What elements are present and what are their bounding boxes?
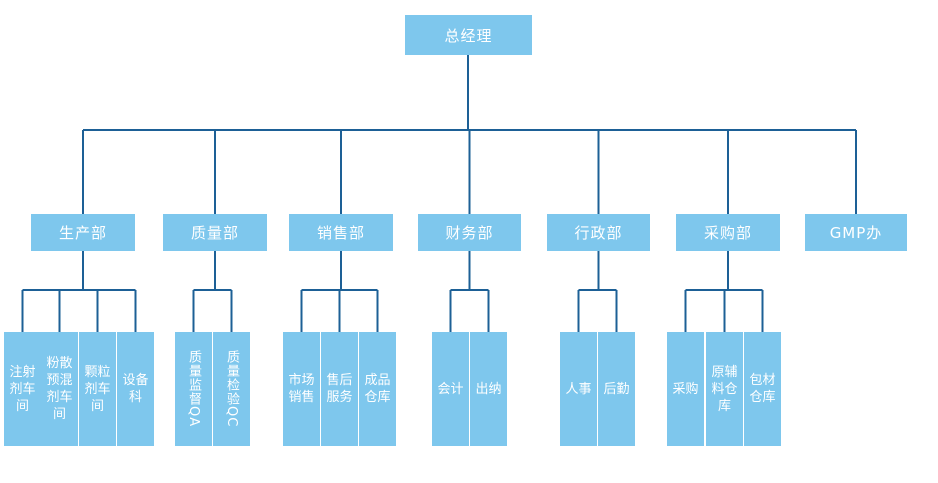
subunit-label-column: 采购 bbox=[672, 381, 699, 397]
subunit-label-column: 颗粒 bbox=[84, 364, 111, 380]
subunit-label: 原辅料仓库 bbox=[710, 364, 740, 415]
subunit-label-column: 剂车 bbox=[84, 381, 111, 397]
subunit-label-column: 间 bbox=[52, 407, 66, 422]
subunit-node: 人事 bbox=[560, 332, 597, 446]
subunit-label-column: 库 bbox=[717, 398, 731, 414]
subunit-label-column: 原辅 bbox=[711, 364, 738, 380]
subunit-label-column: 市场 bbox=[288, 373, 315, 388]
subunit-label: 出纳 bbox=[474, 381, 504, 398]
subunit-label-column: 科 bbox=[128, 390, 142, 405]
subunit-label-column: 间 bbox=[15, 398, 29, 414]
subunit-label-column: 服务 bbox=[326, 390, 353, 405]
subunit-label: 售后服务 bbox=[325, 372, 355, 406]
subunit-node: 包材仓库 bbox=[744, 332, 781, 446]
subunit-node: 出纳 bbox=[470, 332, 507, 446]
department-node: 质量部 bbox=[163, 214, 267, 251]
subunit-label-column: 成品 bbox=[364, 373, 391, 388]
subunit-label: 质量检验QC bbox=[223, 350, 240, 427]
subunit-label-column: 人事 bbox=[565, 381, 592, 397]
subunit-label-column: 仓库 bbox=[364, 390, 391, 405]
subunit-label-column: 会计 bbox=[437, 381, 464, 397]
subunit-label: 质量监督QA bbox=[185, 350, 202, 427]
department-node: 生产部 bbox=[31, 214, 135, 251]
subunit-label-column: 售后 bbox=[326, 373, 353, 388]
subunit-label: 设备科 bbox=[121, 372, 151, 406]
subunit-label: 会计 bbox=[436, 381, 466, 398]
subunit-node: 会计 bbox=[432, 332, 469, 446]
subunit-label-column: 剂车 bbox=[9, 381, 36, 397]
department-node: 行政部 bbox=[547, 214, 650, 251]
subunit-label: 采购 bbox=[671, 381, 701, 398]
department-node: 财务部 bbox=[418, 214, 521, 251]
subunit-label: 颗粒剂车间 bbox=[83, 364, 113, 415]
subunit-label: 后勤 bbox=[602, 381, 632, 398]
subunit-label-column: 粉散 bbox=[46, 356, 73, 371]
department-node: GMP办 bbox=[805, 214, 907, 251]
subunit-node: 成品仓库 bbox=[359, 332, 396, 446]
root-node: 总经理 bbox=[405, 15, 532, 55]
subunit-label-column: 包材 bbox=[749, 373, 776, 388]
subunit-label-column: 设备 bbox=[122, 373, 149, 388]
subunit-label-column: 质量检验QC bbox=[224, 350, 239, 428]
subunit-node: 颗粒剂车间 bbox=[79, 332, 116, 446]
subunit-node: 粉散预混剂车间 bbox=[41, 332, 78, 446]
subunit-node: 采购 bbox=[667, 332, 704, 446]
subunit-label-column: 后勤 bbox=[603, 381, 630, 397]
subunit-label: 粉散预混剂车间 bbox=[45, 355, 75, 423]
subunit-node: 注射剂车间 bbox=[4, 332, 41, 446]
subunit-node: 质量检验QC bbox=[213, 332, 250, 446]
subunit-label-column: 间 bbox=[90, 398, 104, 414]
subunit-node: 设备科 bbox=[117, 332, 154, 446]
department-node: 采购部 bbox=[676, 214, 780, 251]
subunit-label: 市场销售 bbox=[287, 372, 317, 406]
subunit-label-column: 剂车 bbox=[46, 390, 73, 405]
subunit-label-column: 销售 bbox=[288, 390, 315, 405]
subunit-node: 后勤 bbox=[598, 332, 635, 446]
subunit-label: 成品仓库 bbox=[363, 372, 393, 406]
subunit-label-column: 预混 bbox=[46, 373, 73, 388]
subunit-node: 售后服务 bbox=[321, 332, 358, 446]
subunit-label-column: 仓库 bbox=[749, 390, 776, 405]
subunit-node: 原辅料仓库 bbox=[706, 332, 743, 446]
subunit-label: 人事 bbox=[564, 381, 594, 398]
subunit-label-column: 出纳 bbox=[475, 381, 502, 397]
subunit-label-column: 质量监督QA bbox=[186, 350, 201, 428]
subunit-label: 包材仓库 bbox=[748, 372, 778, 406]
subunit-node: 市场销售 bbox=[283, 332, 320, 446]
subunit-label-column: 注射 bbox=[9, 364, 36, 380]
subunit-label: 注射剂车间 bbox=[8, 364, 38, 415]
department-node: 销售部 bbox=[289, 214, 393, 251]
subunit-node: 质量监督QA bbox=[175, 332, 212, 446]
subunit-label-column: 料仓 bbox=[711, 381, 738, 397]
